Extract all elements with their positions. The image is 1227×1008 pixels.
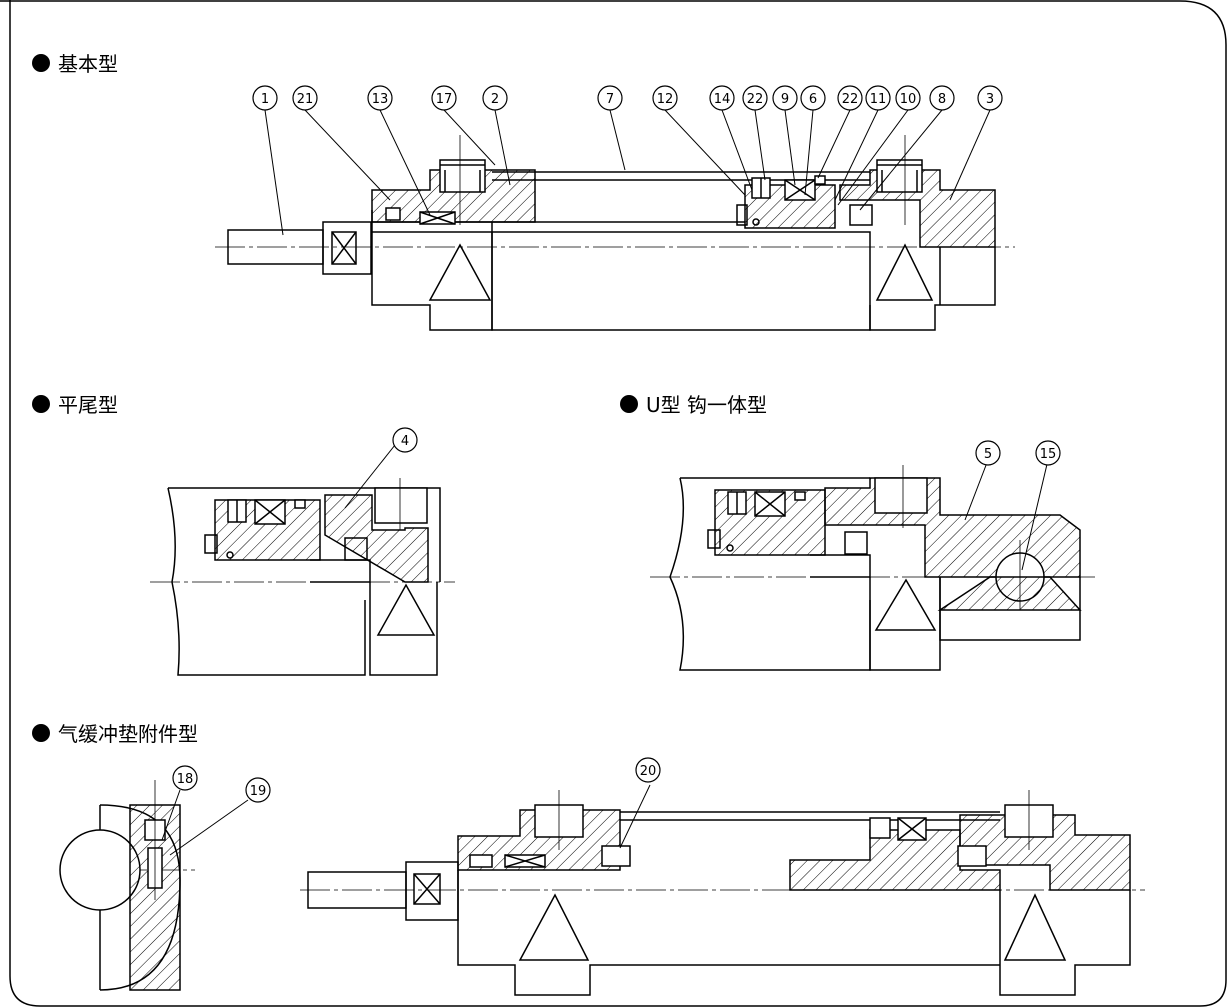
callout-basic-12: 22: [837, 85, 863, 111]
callout-basic-2: 21: [292, 85, 318, 111]
bullet-icon: [32, 394, 50, 413]
callout-basic-16: 3: [977, 85, 1003, 111]
callout-basic-3: 13: [367, 85, 393, 111]
callout-number: 5: [984, 447, 992, 462]
callout-number: 15: [1040, 447, 1057, 462]
basic-leaders: [264, 109, 991, 236]
callout-layer: 1 21 13 17 2 7 12 14 22 9 6 22 11 10 8 3 4 5 15 18 19 20: [172, 85, 1061, 803]
callout-number: 9: [781, 92, 789, 107]
section-title-basic-label: 基本型: [58, 52, 118, 76]
callout-basic-5: 2: [482, 85, 508, 111]
callout-flat-tail-1: 4: [392, 427, 418, 453]
callout-number: 10: [900, 92, 917, 107]
callout-cushion-detail-1: 18: [172, 765, 198, 791]
callout-number: 3: [986, 92, 994, 107]
section-title-u-hook-label: U型 钩一体型: [646, 393, 767, 417]
callout-cushion-detail-2: 19: [245, 777, 271, 803]
callout-number: 19: [250, 784, 267, 799]
callout-number: 1: [261, 92, 269, 107]
u-hook-drawing: [650, 459, 1095, 671]
callout-basic-15: 8: [929, 85, 955, 111]
callout-number: 8: [938, 92, 946, 107]
callout-number: 22: [842, 92, 859, 107]
cushion-full-drawing: [300, 784, 1145, 996]
section-title-flat-tail-label: 平尾型: [58, 393, 118, 417]
bullet-icon: [620, 394, 638, 413]
callout-number: 6: [809, 92, 817, 107]
callout-number: 2: [491, 92, 499, 107]
cushion-detail-drawing: [59, 780, 249, 991]
callout-basic-8: 14: [709, 85, 735, 111]
callout-basic-7: 12: [652, 85, 678, 111]
section-title-flat-tail: 平尾型: [32, 389, 118, 418]
callout-number: 20: [640, 764, 657, 779]
section-title-basic: 基本型: [32, 48, 118, 77]
callout-basic-14: 10: [895, 85, 921, 111]
callout-number: 12: [657, 92, 674, 107]
callout-number: 11: [870, 92, 887, 107]
section-title-u-hook: U型 钩一体型: [620, 389, 767, 418]
callout-basic-1: 1: [252, 85, 278, 111]
callout-basic-6: 7: [597, 85, 623, 111]
callout-u-hook-1: 5: [975, 440, 1001, 466]
callout-cushion-full-1: 20: [635, 757, 661, 783]
section-title-cushion: 气缓冲垫附件型: [32, 718, 198, 747]
callout-basic-11: 6: [800, 85, 826, 111]
bullet-icon: [32, 723, 50, 742]
callout-number: 22: [747, 92, 764, 107]
callout-number: 17: [436, 92, 453, 107]
callout-number: 21: [297, 92, 314, 107]
callout-basic-9: 22: [742, 85, 768, 111]
callout-number: 4: [401, 434, 409, 449]
callout-number: 14: [714, 92, 731, 107]
callout-number: 7: [606, 92, 614, 107]
section-title-cushion-label: 气缓冲垫附件型: [58, 722, 198, 746]
callout-basic-10: 9: [772, 85, 798, 111]
flat-tail-drawing: [150, 444, 455, 676]
callout-basic-4: 17: [431, 85, 457, 111]
bullet-icon: [32, 53, 50, 72]
callout-basic-13: 11: [865, 85, 891, 111]
callout-number: 18: [177, 772, 194, 787]
callout-number: 13: [372, 92, 389, 107]
callout-u-hook-2: 15: [1035, 440, 1061, 466]
basic-cylinder-drawing: [215, 135, 1015, 331]
